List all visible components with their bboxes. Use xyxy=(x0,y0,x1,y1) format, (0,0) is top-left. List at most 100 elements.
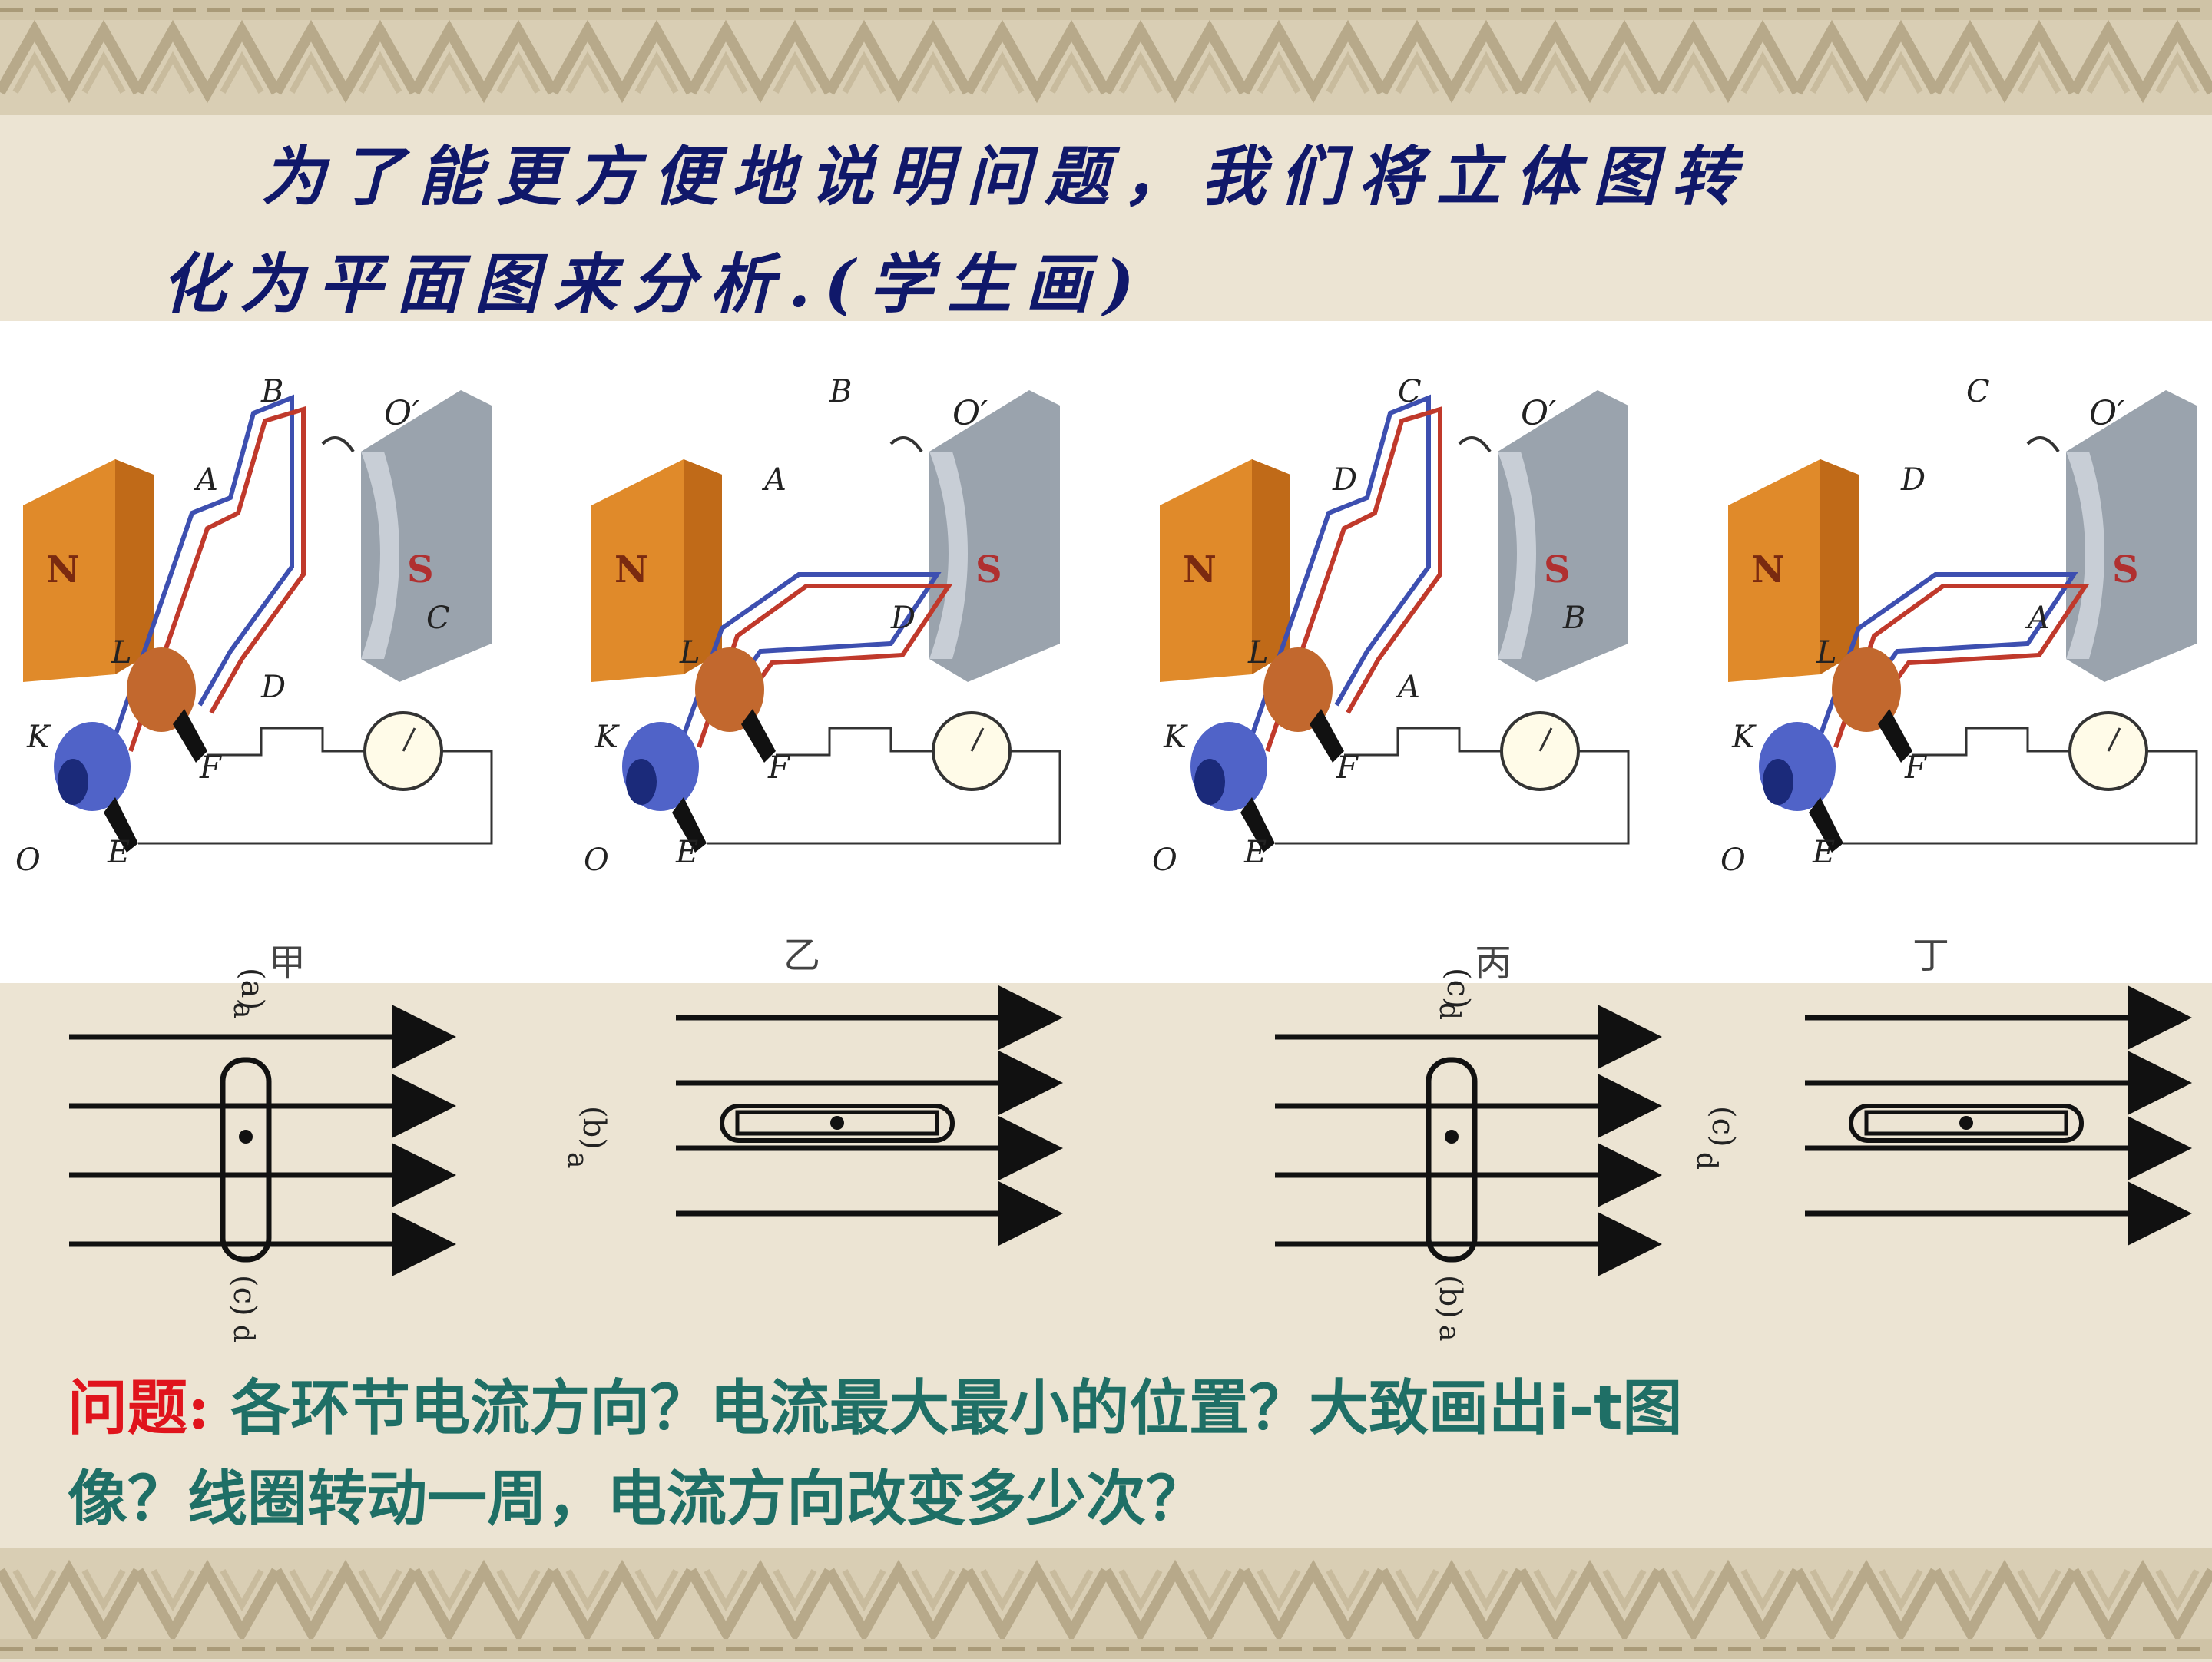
coil-blue xyxy=(681,572,942,737)
coil-blue xyxy=(1818,572,2078,737)
diagram-3: (c)d(b)a丙 xyxy=(1275,942,1662,1341)
label-l: L xyxy=(111,635,132,670)
coil-inner xyxy=(1864,1110,2068,1136)
circuit-wire xyxy=(1843,727,2198,845)
axis-dot xyxy=(1959,1116,1973,1130)
coil-red xyxy=(697,584,953,748)
label-side: C xyxy=(426,601,450,636)
magnet-s-face xyxy=(929,452,968,659)
magnet-s-label: S xyxy=(1544,548,1571,591)
question-bold-term: i-t xyxy=(1548,1374,1623,1443)
decorative-border-bottom xyxy=(0,1548,2212,1659)
brush-f xyxy=(1878,709,1912,763)
label-top: C xyxy=(1398,374,1422,409)
question-text-1: 各环节电流方向？电流最大最小的位置？大致画出 xyxy=(230,1373,1548,1443)
magnet-s-label: S xyxy=(407,548,434,591)
label-f: F xyxy=(1904,750,1927,786)
circuit-wire xyxy=(138,727,493,845)
label-o-prime: O′ xyxy=(384,394,419,433)
label-mid: A xyxy=(193,462,218,498)
caption: 乙 xyxy=(783,934,820,977)
slip-ring-hole xyxy=(626,759,657,805)
slip-ring-copper xyxy=(1832,647,1901,732)
label-bottom: (b) xyxy=(1432,1275,1468,1319)
label-side: (b) xyxy=(576,1106,611,1150)
label-l: L xyxy=(1816,635,1837,670)
slide-title: 为了能更方便地说明问题，我们将立体图转 化为平面图来分析.(学生画) xyxy=(161,123,2081,338)
coil-red xyxy=(128,406,306,752)
rotation-arrow-icon xyxy=(1458,436,1492,453)
label-d: D xyxy=(260,670,286,705)
label-f: F xyxy=(199,750,222,786)
magnet-s-face xyxy=(2066,452,2104,659)
label-o: O xyxy=(15,843,41,878)
label-o: O xyxy=(584,843,609,878)
diagram-4: (c)d丁 xyxy=(1690,934,2192,1246)
coil-blue xyxy=(113,394,294,737)
label-side: A xyxy=(2025,601,2050,636)
galvanometer-needle xyxy=(2107,727,2121,752)
magnet-n-side xyxy=(684,459,722,674)
label-f: F xyxy=(767,750,790,786)
coil-edge-view xyxy=(220,1057,272,1263)
magnet-n-label: N xyxy=(1183,548,1217,591)
magnet-s-face xyxy=(1498,452,1536,659)
letter-bottom: d xyxy=(227,1325,259,1343)
label-e: E xyxy=(1243,835,1267,870)
label-l: L xyxy=(1247,635,1269,670)
circuit-wire xyxy=(1275,727,1630,845)
label-mid: D xyxy=(1900,462,1926,498)
label-o-prime: O′ xyxy=(952,394,988,433)
brush-e xyxy=(104,797,138,853)
galvanometer-needle xyxy=(970,727,985,752)
label-mid: D xyxy=(1332,462,1357,498)
magnet-n-label: N xyxy=(46,548,80,591)
coil-edge-view xyxy=(1426,1057,1478,1263)
label-o: O xyxy=(1720,843,1746,878)
brush-f xyxy=(173,709,207,763)
label-side: D xyxy=(890,601,916,636)
magnet-s-label: S xyxy=(2112,548,2139,591)
label-o: O xyxy=(1152,843,1177,878)
label-l: L xyxy=(679,635,700,670)
label-bottom: (c) xyxy=(227,1275,262,1316)
label-top: (c) xyxy=(1440,968,1475,1009)
slip-ring-copper xyxy=(1263,647,1333,732)
slip-ring-copper xyxy=(127,647,196,732)
coil-edge-view xyxy=(1849,1104,2084,1143)
title-line-1: 为了能更方便地说明问题，我们将立体图转 xyxy=(261,138,1750,214)
letter-side: a xyxy=(561,1152,593,1168)
label-side: B xyxy=(1562,601,1585,636)
brush-e xyxy=(1240,797,1275,853)
label-o-prime: O′ xyxy=(2089,394,2124,433)
question-text-3: 像？线圈转动一周，电流方向改变多少次？ xyxy=(68,1464,1207,1534)
slip-ring-hole xyxy=(1763,759,1793,805)
axis-dot xyxy=(1445,1130,1459,1144)
magnet-n-label: N xyxy=(614,548,648,591)
label-k: K xyxy=(594,720,620,755)
label-k: K xyxy=(1163,720,1188,755)
galvanometer-needle xyxy=(1538,727,1553,752)
slip-ring-hole xyxy=(58,759,88,805)
label-d: A xyxy=(1395,670,1420,705)
axis-dot xyxy=(239,1130,253,1144)
slip-ring-hole xyxy=(1194,759,1225,805)
galvanometer-needle xyxy=(402,727,416,752)
question-block: 问题: 各环节电流方向？电流最大最小的位置？大致画出i-t图 像？线圈转动一周，… xyxy=(68,1363,2157,1544)
coil-blue xyxy=(1250,394,1431,737)
diagram-1: (a)a(c)d甲 xyxy=(69,942,456,1343)
decorative-border-top xyxy=(0,0,2212,115)
brush-f xyxy=(1310,709,1344,763)
coil-red xyxy=(1833,584,2090,748)
label-e: E xyxy=(1812,835,1835,870)
label-top: B xyxy=(260,374,283,409)
coil-red xyxy=(1265,406,1442,752)
label-k: K xyxy=(26,720,51,755)
rotation-arrow-icon xyxy=(889,436,923,453)
caption: 甲 xyxy=(269,942,306,985)
